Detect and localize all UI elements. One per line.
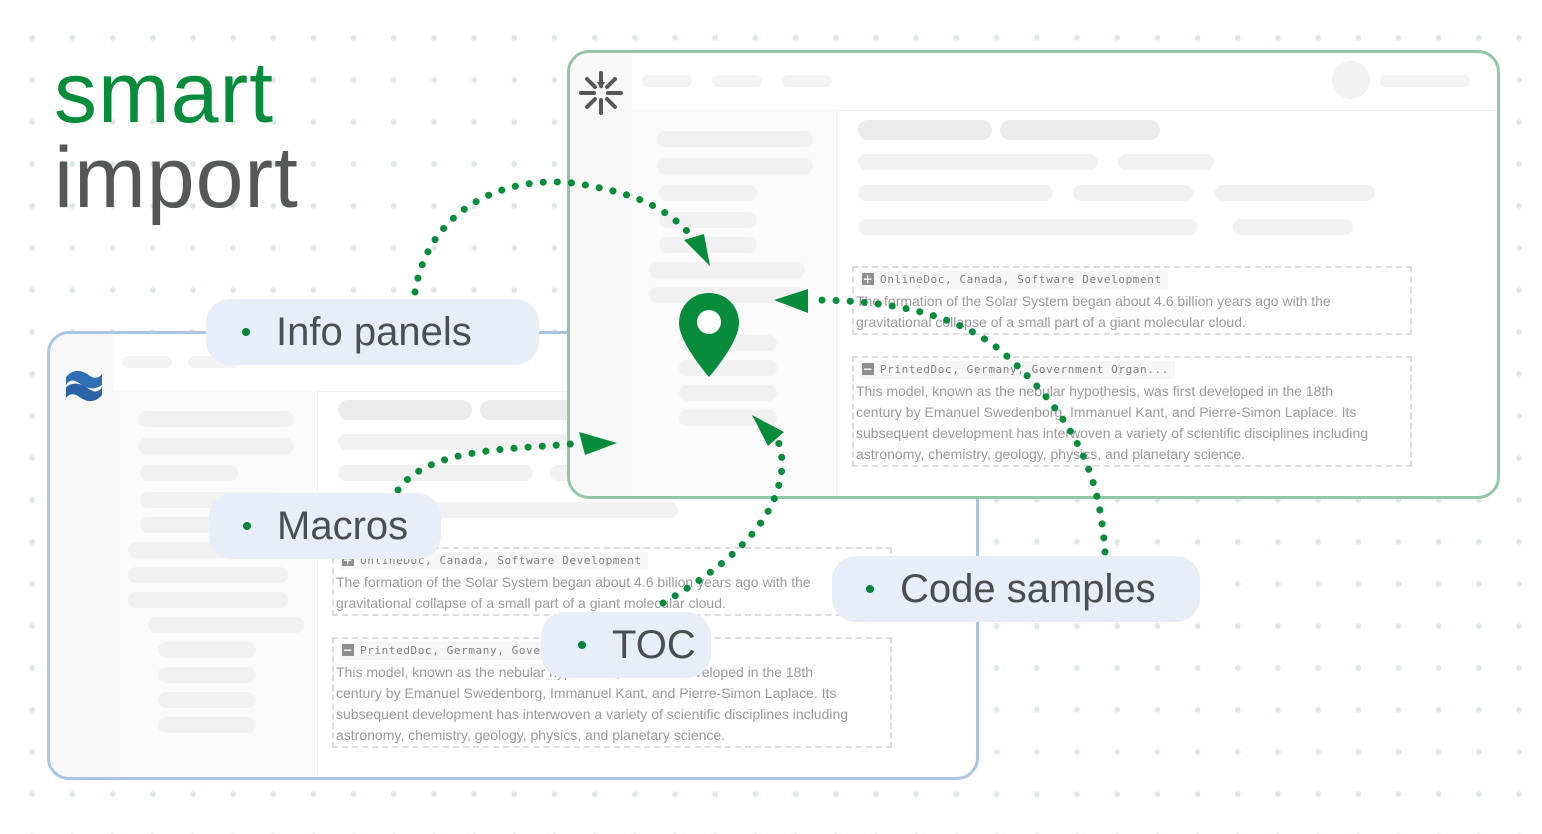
confluence-logo-icon — [62, 364, 106, 408]
page-tree — [113, 391, 318, 777]
expand-toggle[interactable]: + — [862, 272, 874, 286]
code-block-header: OnlineDoc, Canada, Software Development — [360, 554, 642, 567]
feature-label: TOC — [612, 623, 696, 667]
bullet-icon — [243, 522, 251, 530]
arrowhead-icon — [579, 432, 617, 455]
feature-pill-macros: Macros — [209, 493, 441, 559]
code-block-header: PrintedDoc, Germany, Government Organ... — [880, 363, 1169, 376]
code-block-text: astronomy, chemistry, geology, physics, … — [336, 727, 726, 743]
bullet-icon — [866, 585, 874, 593]
code-block-online: + OnlineDoc, Canada, Software Developmen… — [852, 266, 1412, 335]
bullet-icon — [578, 641, 586, 649]
code-block-text: This model, known as the nebular hypothe… — [856, 383, 1334, 399]
collapse-toggle[interactable]: − — [862, 362, 874, 376]
bullet-icon — [242, 328, 250, 336]
code-samples-arrow — [806, 296, 1109, 556]
top-bar — [632, 53, 1497, 111]
code-block-text: The formation of the Solar System began … — [336, 574, 811, 590]
arrowhead-icon — [752, 415, 784, 446]
feature-label: Info panels — [276, 310, 472, 354]
location-pin-icon — [677, 291, 741, 379]
feature-pill-toc: TOC — [541, 612, 711, 678]
target-page-window: + OnlineDoc, Canada, Software Developmen… — [567, 50, 1500, 499]
app-sidebar — [50, 334, 113, 777]
code-block-text: The formation of the Solar System began … — [856, 293, 1331, 309]
page-tree — [632, 111, 837, 496]
code-block-text: subsequent development has interwoven a … — [856, 425, 1369, 441]
feature-label: Macros — [277, 504, 409, 548]
code-block-printed: − PrintedDoc, Germany, Government Organ.… — [852, 356, 1412, 467]
code-block-text: astronomy, chemistry, geology, physics, … — [856, 446, 1246, 462]
feature-pill-code-samples: Code samples — [832, 556, 1200, 622]
headline-import: import — [54, 130, 299, 226]
macros-arrow — [394, 439, 584, 494]
code-block-text: subsequent development has interwoven a … — [336, 706, 849, 722]
collapse-toggle[interactable]: − — [342, 643, 354, 657]
code-block-text: century by Emanuel Swedenborg, Immanuel … — [856, 404, 1357, 420]
asterisk-arrows-logo-icon — [577, 69, 625, 117]
arrowhead-icon — [774, 289, 808, 313]
code-block-text: gravitational collapse of a small part o… — [856, 314, 1246, 330]
code-block-header: OnlineDoc, Canada, Software Development — [880, 273, 1162, 286]
code-block-text: century by Emanuel Swedenborg, Immanuel … — [336, 685, 837, 701]
headline-smart: smart — [54, 45, 274, 141]
app-sidebar — [570, 53, 632, 496]
toc-arrow — [659, 426, 786, 607]
avatar — [1332, 61, 1370, 99]
feature-label: Code samples — [900, 567, 1156, 611]
info-panels-arrow — [411, 178, 699, 296]
feature-pill-info-panels: Info panels — [206, 299, 539, 365]
arrowhead-icon — [684, 234, 710, 266]
code-block-text: gravitational collapse of a small part o… — [336, 595, 726, 611]
